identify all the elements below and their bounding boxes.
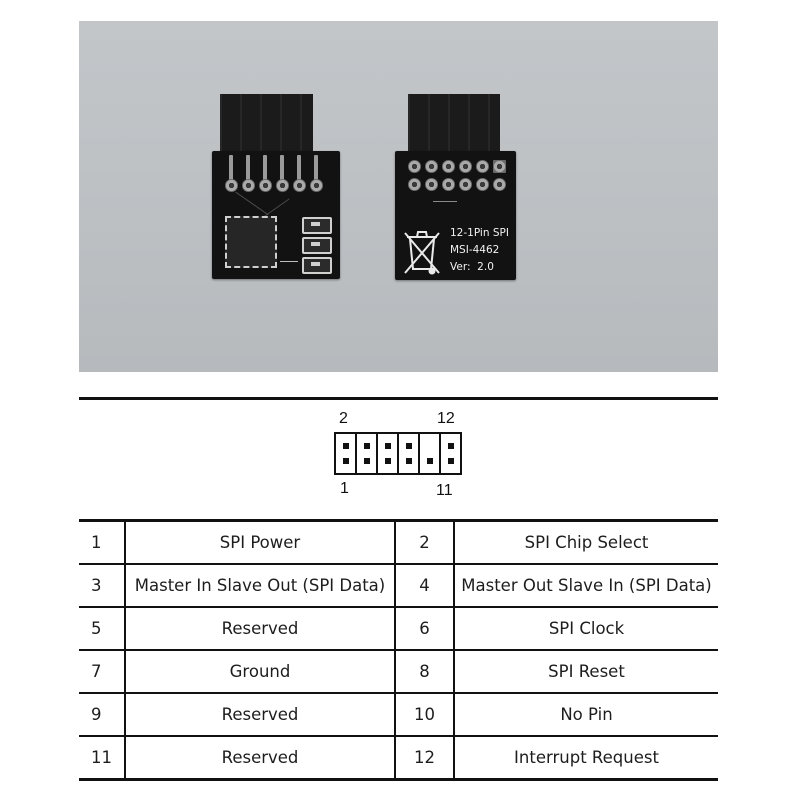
- pin-number: 12: [395, 735, 455, 781]
- pin-description: SPI Clock: [454, 606, 718, 651]
- qfn-chip: [225, 216, 277, 268]
- pin-description: Reserved: [125, 606, 396, 651]
- pin-number: 8: [395, 649, 455, 694]
- silkscreen-line-2: MSI-4462: [450, 244, 500, 256]
- pin-number: 2: [395, 519, 455, 565]
- pinout-table: 1 SPI Power 2 SPI Chip Select 3 Master I…: [79, 519, 718, 781]
- pin-column-2: [357, 434, 378, 473]
- pin-description: Reserved: [125, 735, 396, 781]
- pin-description: SPI Reset: [454, 649, 718, 694]
- pin-description: Master In Slave Out (SPI Data): [125, 563, 396, 608]
- pin-label-bottom-right: 11: [436, 482, 453, 499]
- pin-number: 5: [79, 606, 126, 651]
- pin-number: 9: [79, 692, 126, 737]
- silkscreen-line-1: 12-1Pin SPI: [450, 227, 509, 239]
- pin-column-5-missing-pin-10: [420, 434, 441, 473]
- pin-description: Interrupt Request: [454, 735, 718, 781]
- pin-label-bottom-left: 1: [340, 480, 349, 497]
- pin-column-6: [441, 434, 460, 473]
- connector-pin-diagram: [334, 432, 462, 475]
- table-row: 5 Reserved 6 SPI Clock: [79, 606, 718, 651]
- table-row: 7 Ground 8 SPI Reset: [79, 649, 718, 694]
- pin-number: 3: [79, 563, 126, 608]
- weee-crossed-bin-icon: [404, 231, 440, 275]
- pin-description: Master Out Slave In (SPI Data): [454, 563, 718, 608]
- pin-label-top-left: 2: [339, 410, 348, 427]
- back-pcb: 12-1Pin SPI MSI-4462 Ver: 2.0: [395, 94, 525, 284]
- pin-number: 10: [395, 692, 455, 737]
- pin-header-housing: [220, 94, 313, 154]
- table-row: 1 SPI Power 2 SPI Chip Select: [79, 519, 718, 565]
- pin-description: SPI Power: [125, 519, 396, 565]
- pin-description: SPI Chip Select: [454, 519, 718, 565]
- pin-number: 11: [79, 735, 126, 781]
- table-row: 3 Master In Slave Out (SPI Data) 4 Maste…: [79, 563, 718, 608]
- pin-number: 1: [79, 519, 126, 565]
- pin-number: 6: [395, 606, 455, 651]
- pin-number: 4: [395, 563, 455, 608]
- pin-description: Reserved: [125, 692, 396, 737]
- pin-description: Ground: [125, 649, 396, 694]
- pin-column-4: [399, 434, 420, 473]
- silkscreen-line-3: Ver: 2.0: [450, 261, 494, 273]
- pcb-body: 12-1Pin SPI MSI-4462 Ver: 2.0: [395, 151, 516, 280]
- pin-label-top-right: 12: [437, 410, 455, 427]
- front-pcb: [212, 94, 347, 284]
- product-photo: 12-1Pin SPI MSI-4462 Ver: 2.0: [79, 21, 718, 372]
- pcb-body: [212, 151, 340, 279]
- pin-description: No Pin: [454, 692, 718, 737]
- table-row: 11 Reserved 12 Interrupt Request: [79, 735, 718, 781]
- smd-component: [302, 217, 332, 234]
- smd-component: [302, 237, 332, 254]
- pin-column-3: [378, 434, 399, 473]
- pin-header-housing: [408, 94, 500, 154]
- pin-column-1: [336, 434, 357, 473]
- section-divider: [79, 397, 718, 400]
- smd-component: [302, 257, 332, 274]
- table-row: 9 Reserved 10 No Pin: [79, 692, 718, 737]
- pin-number: 7: [79, 649, 126, 694]
